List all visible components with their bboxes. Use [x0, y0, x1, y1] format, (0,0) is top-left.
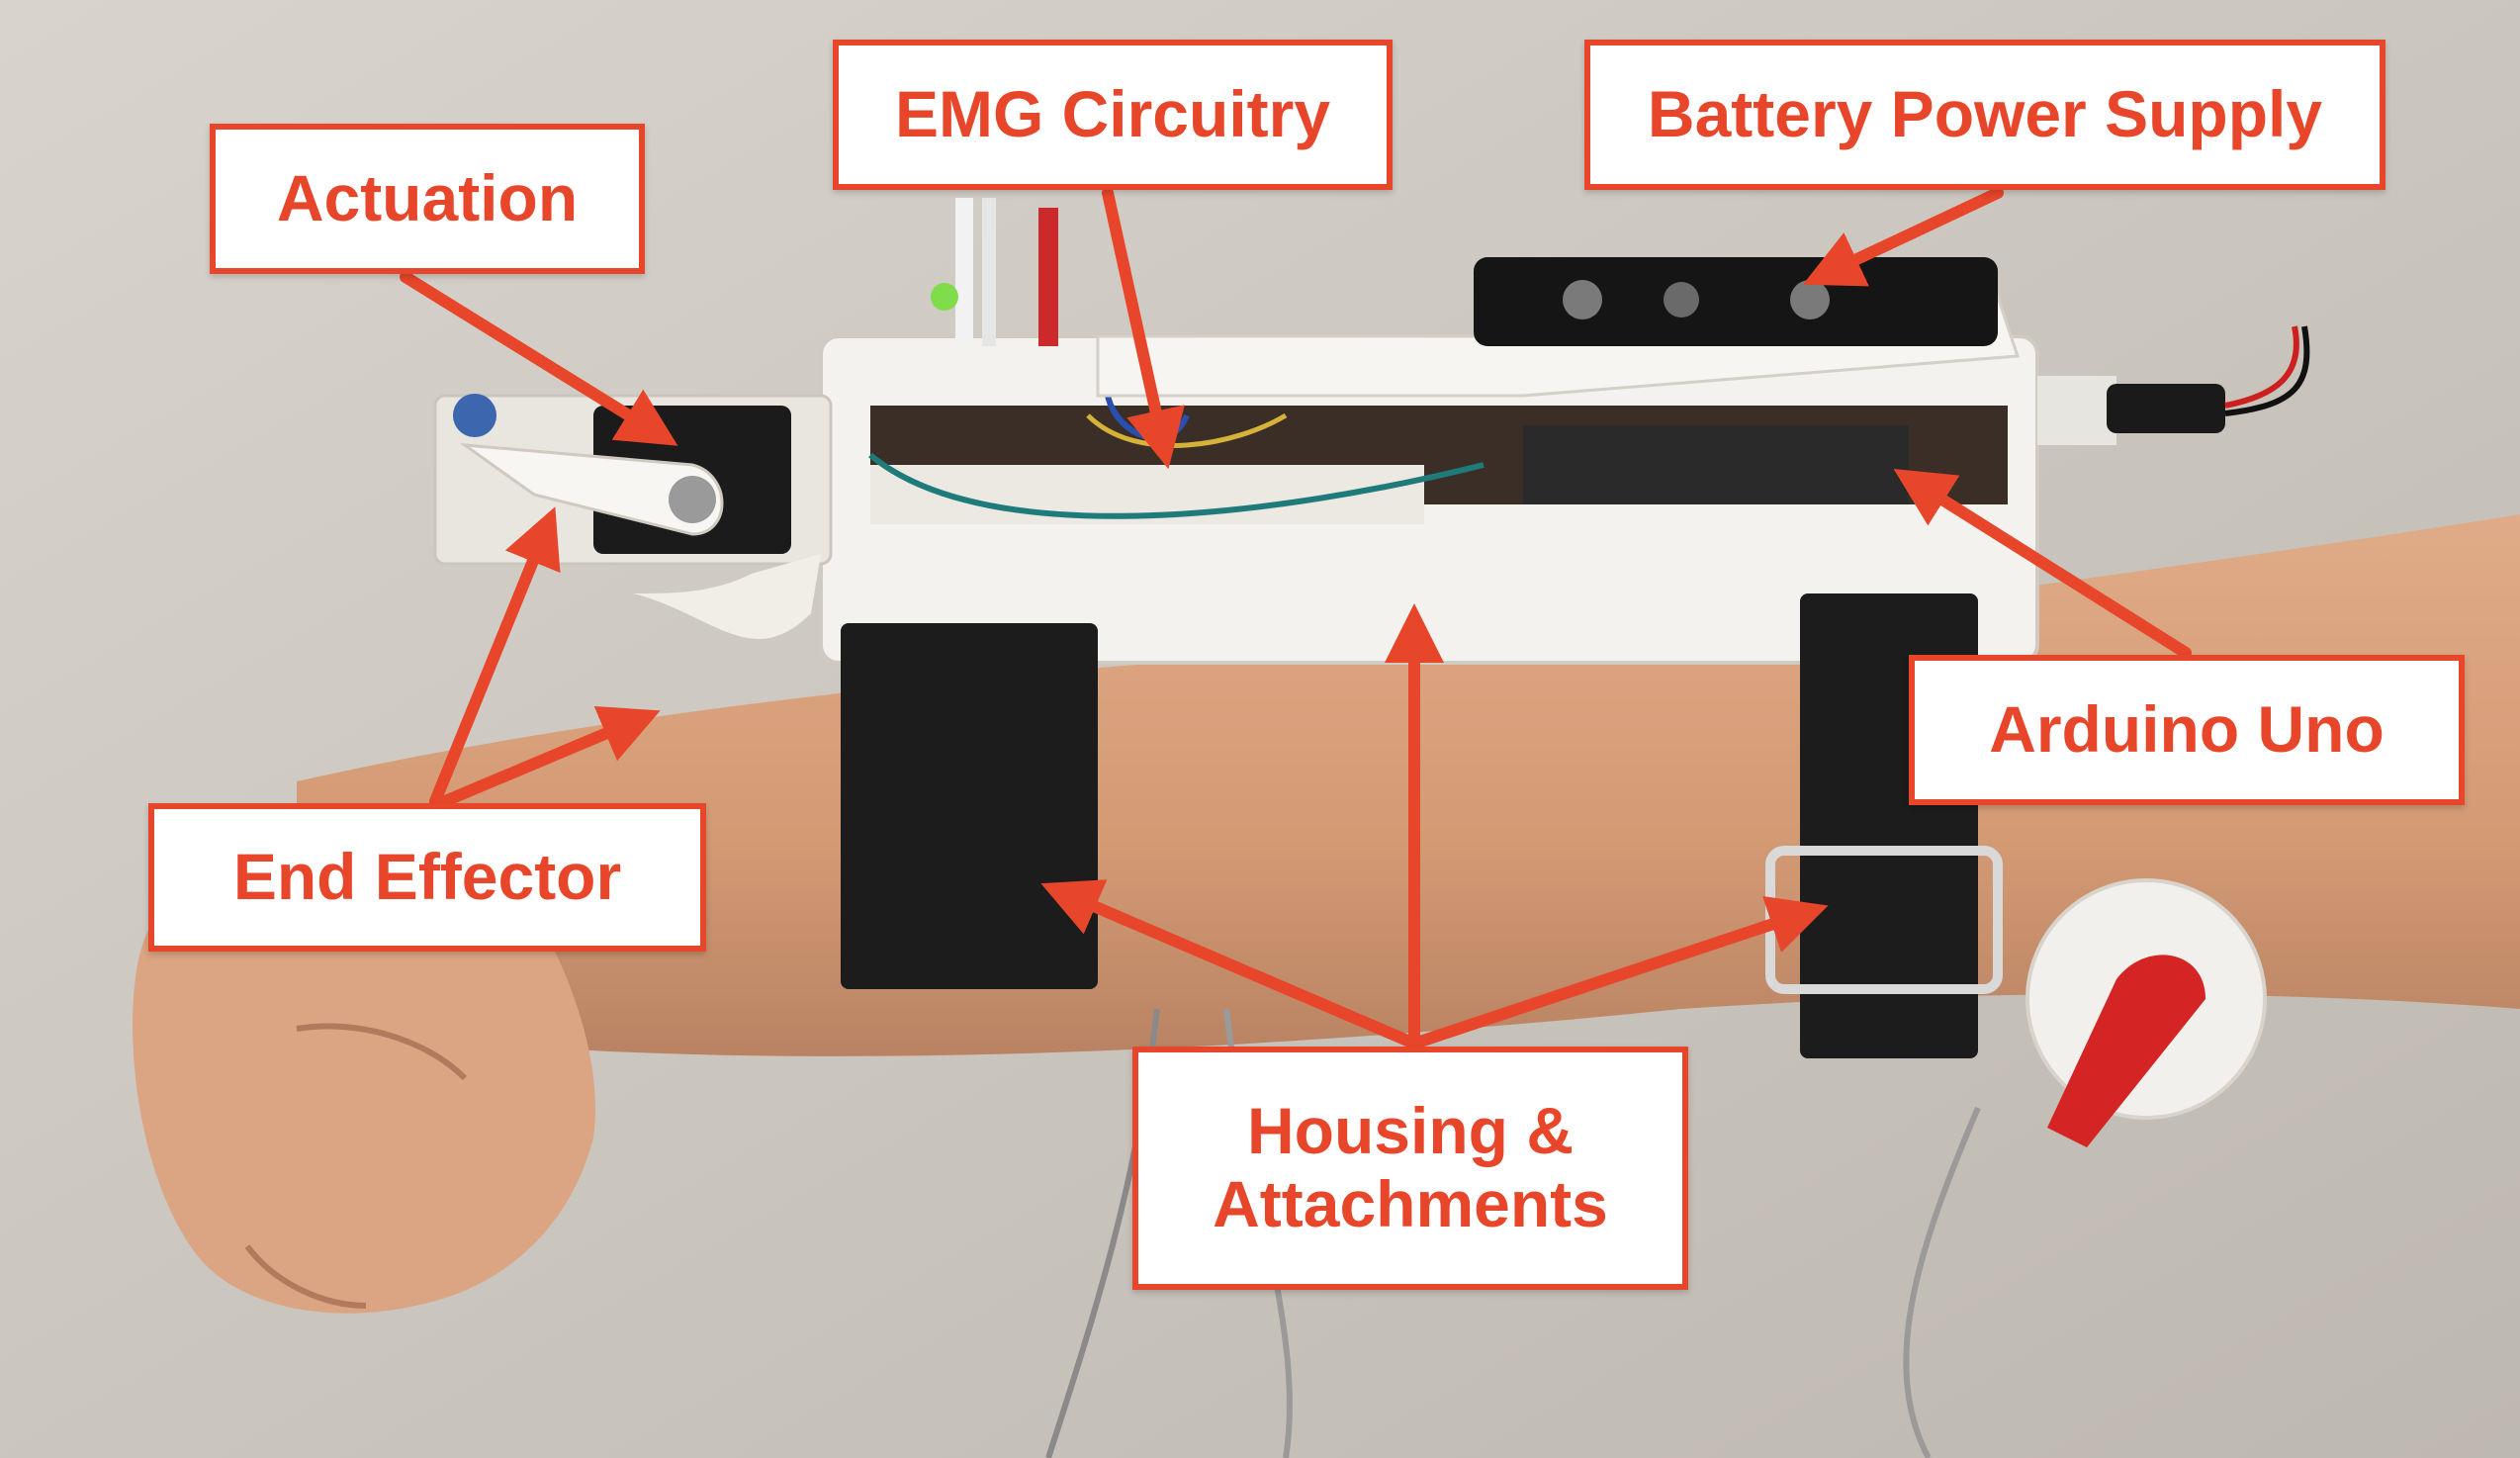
label-arduino-uno: Arduino Uno: [1909, 655, 2465, 805]
end-effector-finger: [633, 554, 821, 639]
arrow-actuation: [400, 271, 678, 446]
arrow-arduino: [1893, 469, 2192, 659]
yellow-wire: [1086, 412, 1288, 448]
power-plug: [2107, 384, 2225, 433]
label-actuation: Actuation: [210, 124, 645, 274]
servo-screw: [669, 476, 716, 523]
black-power-wire: [2224, 325, 2310, 416]
annotation-arrows: [400, 187, 2192, 1049]
arrow-emg-circuitry: [1102, 187, 1185, 470]
label-emg-circuitry: EMG Circuitry: [833, 40, 1393, 190]
label-battery-power-supply: Battery Power Supply: [1584, 40, 2385, 190]
arrow-end-effector-2: [439, 705, 661, 807]
blue-connector: [453, 394, 496, 437]
wrist-strap: [841, 623, 1098, 989]
status-led: [931, 283, 958, 311]
arduino-uno-board: [1523, 425, 1909, 504]
battery-holder: [1474, 257, 1998, 346]
battery-screw: [1563, 280, 1602, 319]
emg-electrode-snap: [2047, 955, 2205, 1147]
thumb-crease: [296, 1023, 468, 1081]
label-housing-attachments: Housing & Attachments: [1132, 1047, 1688, 1290]
battery-screw: [1790, 280, 1830, 319]
power-jack: [2037, 376, 2116, 445]
label-end-effector: End Effector: [148, 803, 706, 952]
teal-wire: [868, 452, 1485, 519]
electrode-wire: [1903, 1106, 1981, 1458]
arrow-housing-right: [1408, 896, 1829, 1049]
arrow-housing-left: [1040, 879, 1420, 1049]
battery-screw: [1664, 282, 1699, 318]
arrow-battery: [1802, 187, 2004, 287]
arrow-end-effector-1: [429, 506, 561, 807]
red-power-wire: [2224, 325, 2299, 409]
finger-crease: [244, 1244, 367, 1309]
hand-fist: [133, 863, 595, 1314]
servo-horn: [459, 443, 724, 536]
